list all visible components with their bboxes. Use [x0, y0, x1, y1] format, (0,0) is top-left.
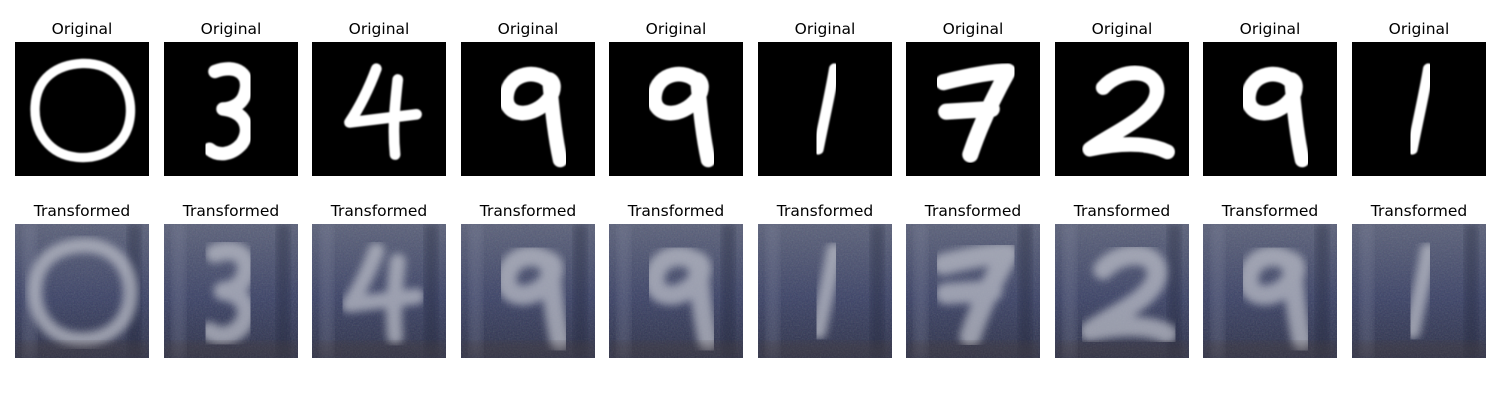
image-title: Transformed	[1370, 202, 1468, 220]
image-title: Transformed	[33, 202, 131, 220]
image-title: Transformed	[330, 202, 428, 220]
image-title: Original	[794, 20, 856, 38]
blurry-digit-0-icon	[15, 224, 149, 358]
handwritten-digit-0-icon	[15, 42, 149, 176]
handwritten-digit-1-icon	[758, 42, 892, 176]
image-title: Original	[51, 20, 113, 38]
image-title: Transformed	[1221, 202, 1319, 220]
image-title: Original	[497, 20, 559, 38]
handwritten-digit-7-icon	[906, 42, 1040, 176]
image-title: Original	[348, 20, 410, 38]
image-title: Original	[942, 20, 1004, 38]
image-title: Transformed	[1073, 202, 1171, 220]
handwritten-digit-2-icon	[1055, 42, 1189, 176]
image-title: Transformed	[627, 202, 725, 220]
blurry-digit-7-icon	[906, 224, 1040, 358]
handwritten-digit-9-icon	[1203, 42, 1337, 176]
blurry-digit-1-icon	[758, 224, 892, 358]
blurry-digit-9-icon	[609, 224, 743, 358]
image-title: Original	[645, 20, 707, 38]
blurry-digit-4-icon	[312, 224, 446, 358]
image-title: Transformed	[776, 202, 874, 220]
handwritten-digit-4-icon	[312, 42, 446, 176]
blurry-digit-3-icon	[164, 224, 298, 358]
handwritten-digit-9-icon	[609, 42, 743, 176]
handwritten-digit-1-icon	[1352, 42, 1486, 176]
image-title: Transformed	[182, 202, 280, 220]
image-title: Original	[1388, 20, 1450, 38]
blurry-digit-9-icon	[1203, 224, 1337, 358]
blurry-digit-9-icon	[461, 224, 595, 358]
handwritten-digit-9-icon	[461, 42, 595, 176]
image-title: Original	[200, 20, 262, 38]
handwritten-digit-3-icon	[164, 42, 298, 176]
blurry-digit-1-icon	[1352, 224, 1486, 358]
image-title: Transformed	[479, 202, 577, 220]
image-title: Transformed	[924, 202, 1022, 220]
image-title: Original	[1091, 20, 1153, 38]
image-title: Original	[1239, 20, 1301, 38]
blurry-digit-2-icon	[1055, 224, 1189, 358]
